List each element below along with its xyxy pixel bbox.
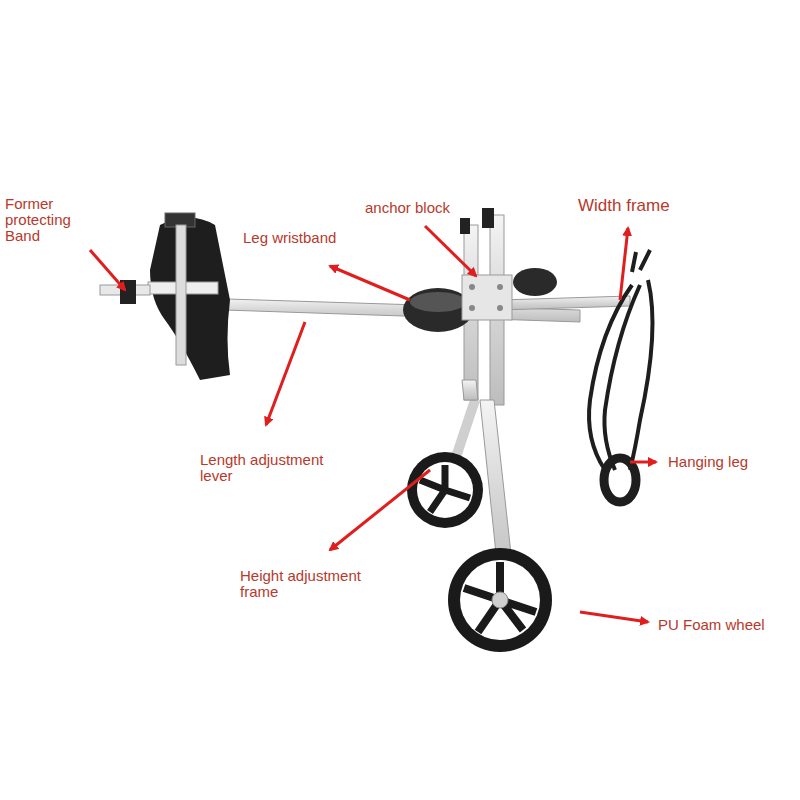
part-label: Height adjustment frame bbox=[240, 568, 380, 600]
harness bbox=[100, 213, 230, 380]
leader-arrows bbox=[90, 226, 656, 622]
part-label: Length adjustment lever bbox=[200, 452, 340, 484]
part-label: Width frame bbox=[578, 198, 670, 214]
rear-wheel bbox=[407, 400, 483, 528]
front-wheel bbox=[448, 548, 552, 652]
part-label: Former protecting Band bbox=[5, 196, 87, 244]
part-label: Leg wristband bbox=[243, 230, 336, 246]
part-label: Hanging leg bbox=[668, 454, 748, 470]
part-label: anchor block bbox=[365, 200, 450, 216]
part-label: PU Foam wheel bbox=[658, 617, 765, 633]
